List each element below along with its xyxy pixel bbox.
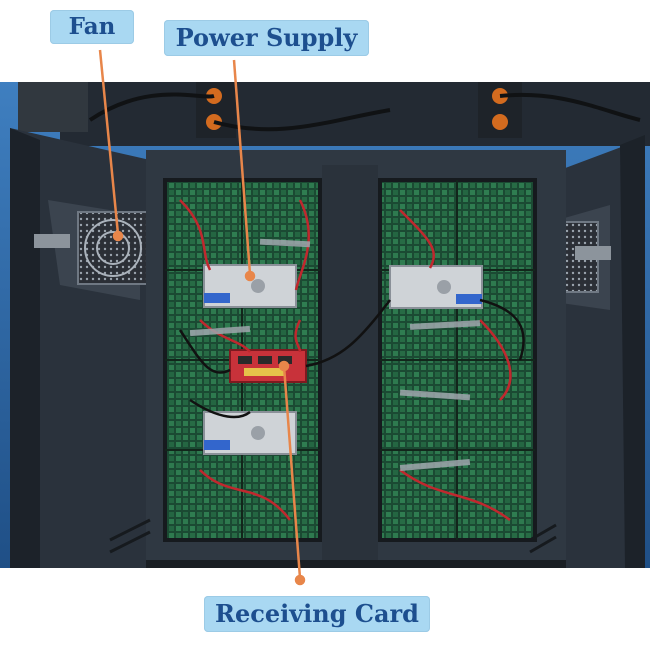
receiving-card-board xyxy=(229,349,307,383)
leader-lines xyxy=(98,49,306,586)
power-supply-callout-label: Power Supply xyxy=(164,20,369,56)
top-rail xyxy=(60,82,650,146)
left-fan xyxy=(34,200,149,300)
power-supply-unit xyxy=(203,411,297,455)
wiring xyxy=(178,199,525,522)
receiving-card-callout-label: Receiving Card xyxy=(204,596,430,632)
power-supply-unit xyxy=(389,265,483,309)
fan-callout-label: Fan xyxy=(50,10,134,44)
